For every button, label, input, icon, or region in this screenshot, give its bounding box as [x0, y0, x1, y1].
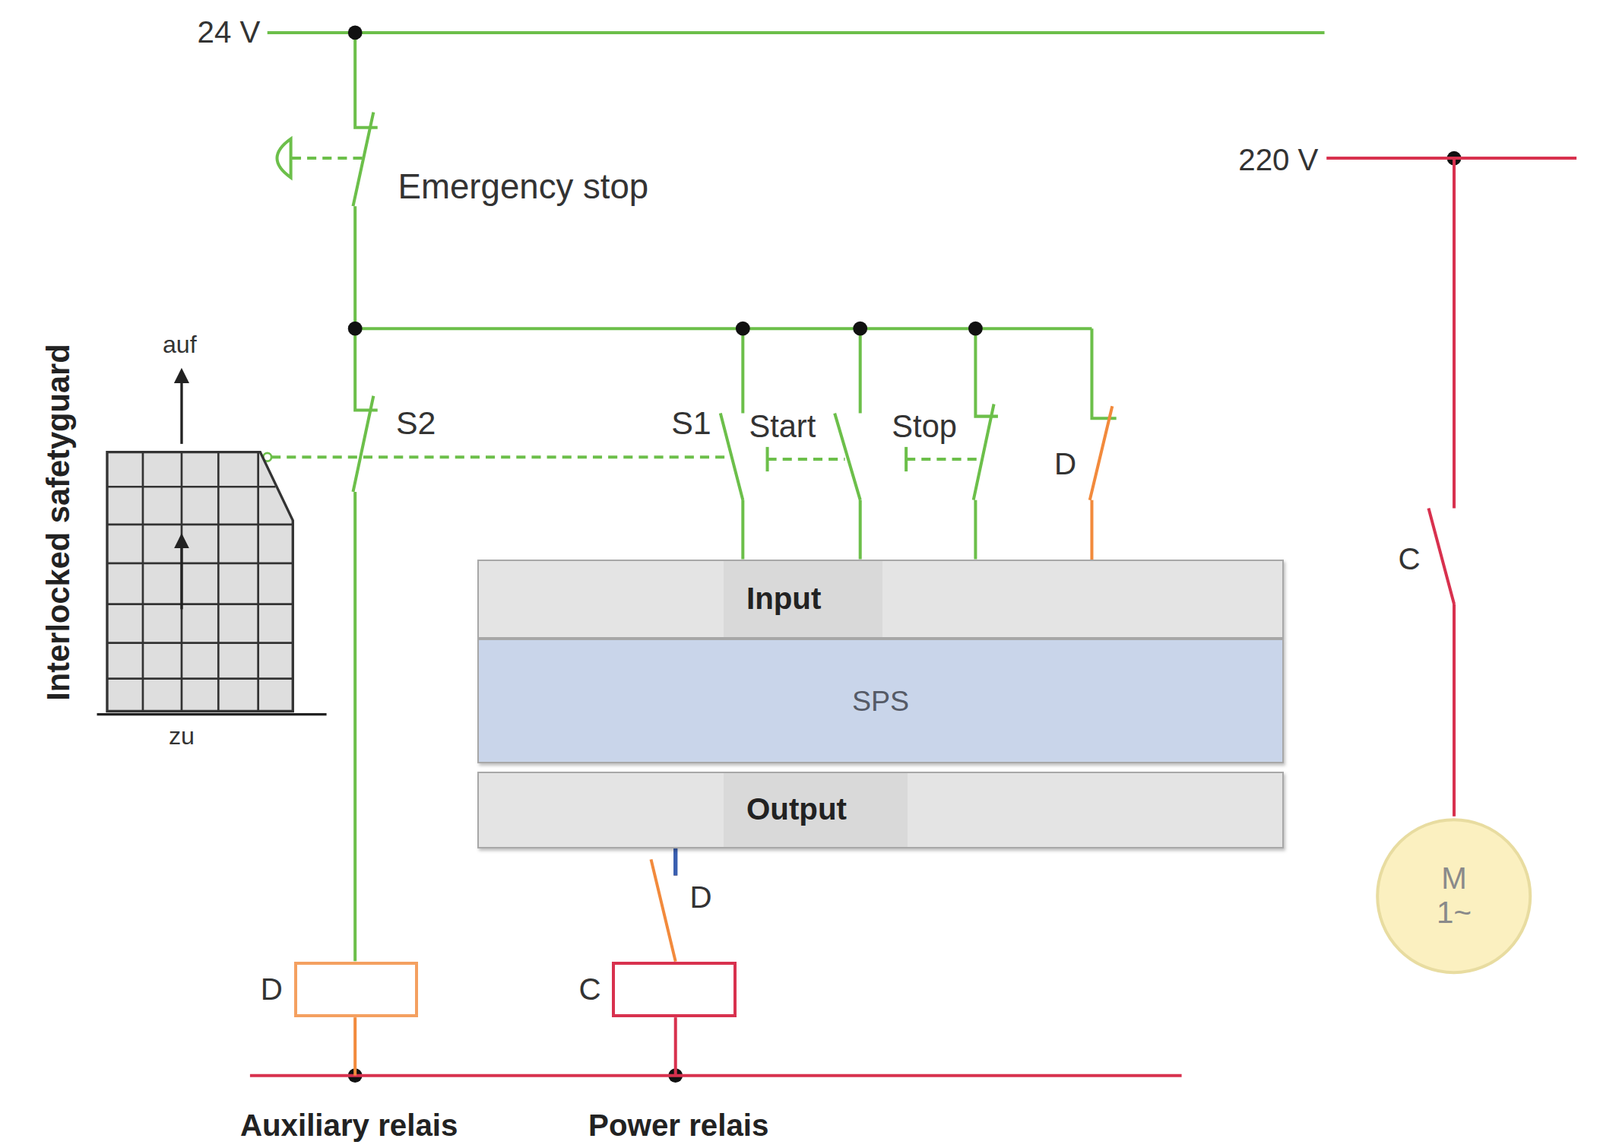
motor-circle-shape [1378, 819, 1531, 973]
contact-name: D [690, 880, 713, 915]
start-contact [834, 328, 861, 559]
switch-name: S1 [671, 405, 712, 442]
mushroom-button [276, 139, 291, 178]
relay-contact-wire [650, 848, 675, 962]
push-link [906, 457, 982, 461]
voltage-label: 24 V [196, 15, 260, 50]
motor-label: 1~ [1436, 896, 1472, 930]
direction-label: auf [162, 331, 197, 359]
switch-name: S2 [396, 405, 437, 442]
stop-contact [973, 328, 999, 559]
coil-label: D [260, 972, 283, 1006]
guard-link [271, 455, 727, 459]
guard-title: Interlocked safetyguard [41, 344, 77, 701]
wire [1091, 328, 1116, 419]
return-rail [250, 1074, 1182, 1078]
input-band: Input [477, 559, 1284, 640]
power-circuit [1326, 158, 1577, 817]
actuator-link [291, 156, 364, 160]
switch-name: Emergency stop [398, 167, 650, 206]
plc-band: SPS [477, 638, 1284, 764]
switch-name: Start [748, 408, 816, 444]
push-button [904, 446, 908, 472]
emergency-stop-contact [352, 32, 378, 329]
motor-label: M [1441, 861, 1467, 896]
band-label: SPS [852, 685, 910, 717]
voltage-label: 220 V [1238, 143, 1319, 178]
supply-rail [267, 31, 1325, 35]
junction-dots [348, 25, 1462, 1084]
relay-caption: Auxiliary relais [240, 1108, 459, 1143]
s2-contact [352, 328, 378, 961]
direction-label: zu [168, 723, 195, 751]
relay-caption: Power relais [588, 1108, 769, 1143]
push-link [767, 457, 846, 461]
safety-guard [97, 375, 327, 715]
contact-name: C [1397, 542, 1420, 577]
relay-coil: D [294, 961, 419, 1018]
push-button [766, 446, 770, 472]
coil-label: C [579, 972, 602, 1006]
d-contact [1089, 405, 1113, 561]
output-band: Output [477, 771, 1284, 849]
motor-circle: M1~ [1374, 816, 1534, 976]
band-label: Input [723, 560, 882, 638]
switch-name: Stop [891, 408, 957, 444]
wire [353, 1017, 357, 1076]
contact-name: D [1054, 447, 1077, 482]
relay-coil: C [611, 961, 737, 1018]
s1-contact [720, 328, 744, 559]
wire [674, 1017, 678, 1076]
band-label: Output [723, 773, 908, 847]
